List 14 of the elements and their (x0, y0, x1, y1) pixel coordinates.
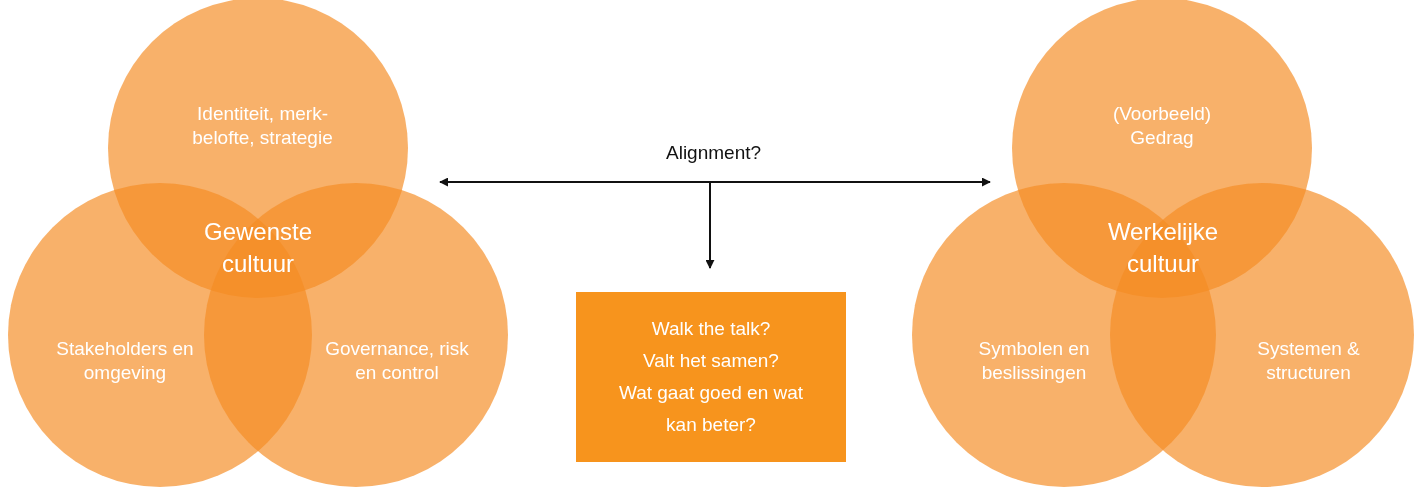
venn-center-label: Werkelijke cultuur (1074, 216, 1252, 280)
circle-label: Systemen & structuren (1256, 337, 1361, 385)
circle-label: Stakeholders en omgeving (55, 337, 195, 385)
question-text: Wat gaat goed en wat kan beter? (617, 381, 805, 437)
venn-center-label: Gewenste cultuur (180, 216, 336, 280)
circle-label: (Voorbeeld) Gedrag (1111, 102, 1213, 150)
arrow (705, 181, 715, 269)
circle-label: Identiteit, merk-belofte, strategie (191, 102, 334, 150)
question-text: Valt het samen? (642, 349, 780, 373)
circle-label: Symbolen en beslissingen (977, 337, 1091, 385)
question-box (576, 292, 846, 462)
question-text: Walk the talk? (650, 317, 772, 341)
circle-label: Governance, risk en control (324, 337, 470, 385)
arrow (439, 177, 991, 187)
